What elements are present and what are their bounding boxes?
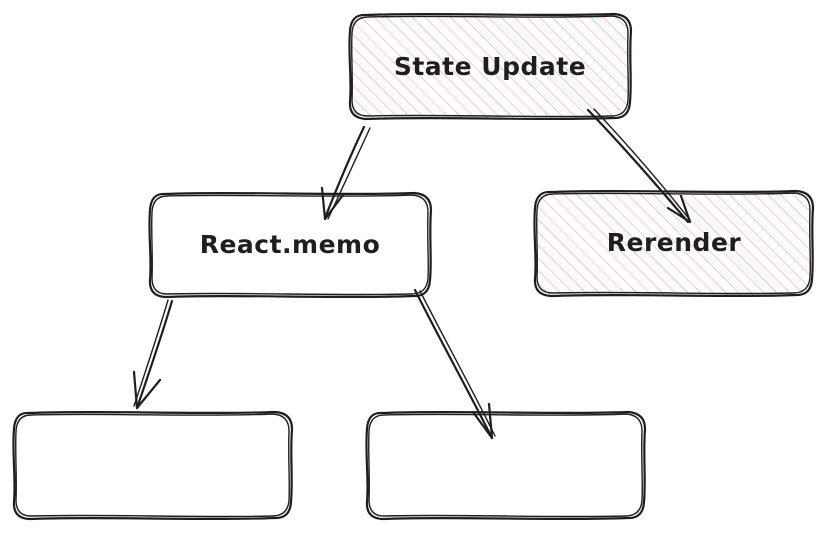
node-child-right-border (365, 410, 647, 521)
arrow-shaft (413, 288, 494, 440)
node-child-left[interactable] (12, 410, 294, 521)
arrow-react-memo-to-child-right (413, 288, 496, 440)
node-state-update-fill (350, 15, 630, 118)
arrow-state-update-to-rerender (586, 108, 692, 224)
arrow-head (666, 194, 692, 224)
arrow-shaft-pass (419, 290, 496, 437)
node-react-memo-border-pass (151, 194, 429, 296)
node-state-update-label: State Update (394, 52, 586, 81)
node-react-memo-border (148, 191, 433, 299)
node-child-right[interactable] (365, 410, 647, 521)
node-rerender-label: Rerender (607, 228, 742, 257)
node-state-update-border-pass (351, 15, 629, 118)
node-child-right-border-pass (368, 413, 643, 518)
arrow-state-update-to-react-memo (320, 125, 371, 221)
node-rerender[interactable]: Rerender (533, 189, 815, 298)
node-react-memo[interactable]: React.memo (148, 191, 433, 299)
arrow-shaft-pass (133, 299, 169, 407)
node-child-left-border (12, 410, 294, 521)
arrow-shaft (323, 125, 366, 220)
node-rerender-fill (535, 192, 812, 295)
node-rerender-border-pass (536, 192, 811, 295)
node-rerender-border (533, 189, 815, 298)
node-state-update-border (348, 12, 633, 121)
arrow-shaft-pass (593, 108, 691, 221)
arrow-head (132, 370, 162, 410)
node-child-left-border-pass (15, 413, 290, 518)
node-state-update[interactable]: State Update (348, 12, 633, 121)
node-react-memo-label: React.memo (200, 230, 381, 259)
arrow-react-memo-to-child-left (132, 299, 174, 410)
arrow-head (471, 402, 494, 440)
arrow-head (320, 186, 345, 221)
arrow-shaft (586, 108, 690, 224)
arrow-shaft (135, 299, 174, 410)
